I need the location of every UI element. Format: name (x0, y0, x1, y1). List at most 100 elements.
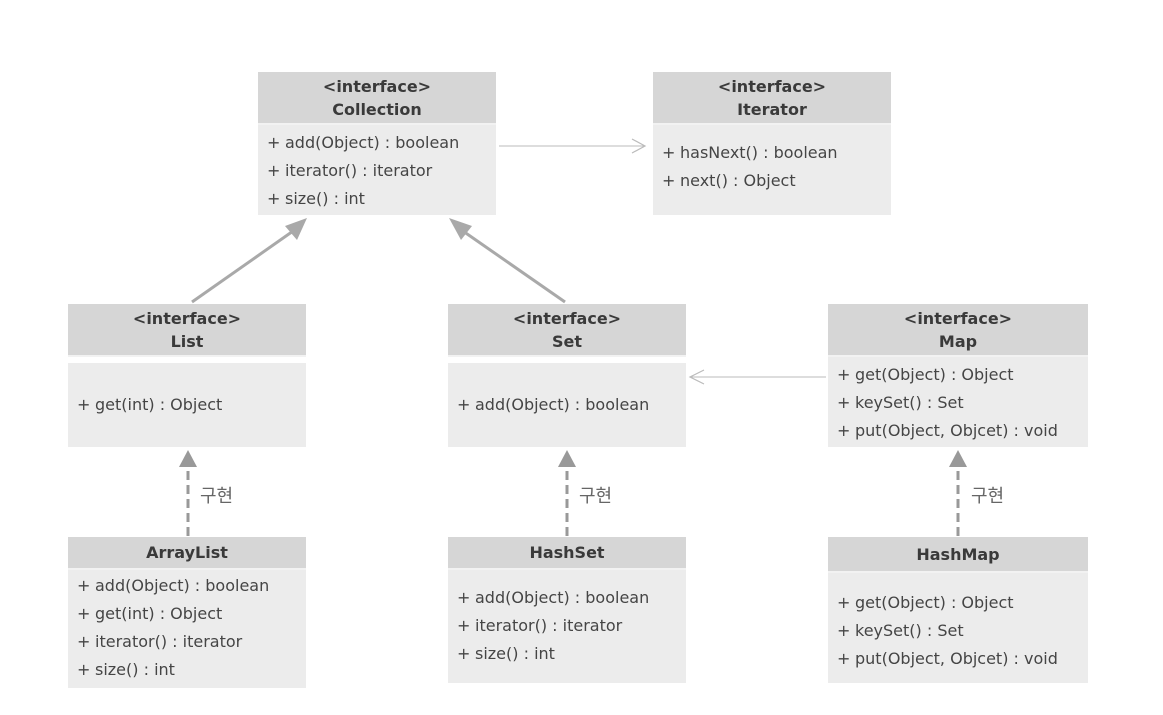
member-prefix: + (77, 604, 91, 623)
arraylist-class-box: ArrayList +add(Object) : boolean +get(in… (68, 537, 306, 688)
map-members: +get(Object) : Object +keySet() : Set +p… (828, 357, 1088, 447)
hashset-class-box: HashSet +add(Object) : boolean +iterator… (448, 537, 686, 683)
map-member-put: +put(Object, Objcet) : void (837, 417, 1088, 445)
list-member-get: +get(int) : Object (77, 391, 306, 419)
member-text: keySet() : Set (855, 621, 964, 640)
arraylist-member-get: +get(int) : Object (77, 600, 306, 628)
member-prefix: + (837, 393, 851, 412)
collection-member-size: +size() : int (267, 185, 496, 213)
member-text: add(Object) : boolean (475, 395, 650, 414)
map-stereotype: <interface> (903, 308, 1013, 328)
member-text: add(Object) : boolean (475, 588, 650, 607)
iterator-member-next: +next() : Object (662, 167, 891, 195)
collection-member-iterator: +iterator() : iterator (267, 157, 496, 185)
member-prefix: + (837, 593, 851, 612)
iterator-stereotype: <interface> (717, 76, 827, 96)
iterator-interface-box: <interface> Iterator +hasNext() : boolea… (653, 72, 891, 215)
hashmap-impl-label: 구현 (971, 486, 1005, 507)
member-text: get(Object) : Object (855, 593, 1014, 612)
member-prefix: + (77, 660, 91, 679)
hashset-header: HashSet (448, 537, 686, 570)
member-text: get(Object) : Object (855, 365, 1014, 384)
member-prefix: + (457, 616, 471, 635)
collection-stereotype: <interface> (322, 76, 432, 96)
member-text: iterator() : iterator (95, 632, 243, 651)
arraylist-member-iterator: +iterator() : iterator (77, 628, 306, 656)
set-header: <interface> Set (448, 304, 686, 357)
hashset-name: HashSet (529, 543, 605, 562)
list-to-collection-arrowhead (285, 218, 307, 240)
member-text: iterator() : iterator (285, 161, 433, 180)
iterator-header: <interface> Iterator (653, 72, 891, 125)
member-text: add(Object) : boolean (95, 576, 270, 595)
collection-members: +add(Object) : boolean +iterator() : ite… (258, 125, 496, 215)
member-text: get(int) : Object (95, 395, 223, 414)
hashmap-class-box: HashMap +get(Object) : Object +keySet() … (828, 537, 1088, 683)
collection-member-add: +add(Object) : boolean (267, 129, 496, 157)
member-text: put(Object, Objcet) : void (855, 649, 1058, 668)
hashset-member-size: +size() : int (457, 640, 686, 668)
member-text: put(Object, Objcet) : void (855, 421, 1058, 440)
hashmap-member-keyset: +keySet() : Set (837, 617, 1088, 645)
collection-interface-box: <interface> Collection +add(Object) : bo… (258, 72, 496, 215)
list-interface-box: <interface> List +get(int) : Object (68, 304, 306, 447)
member-text: size() : int (285, 189, 365, 208)
hashmap-member-put: +put(Object, Objcet) : void (837, 645, 1088, 673)
hashmap-member-get: +get(Object) : Object (837, 589, 1088, 617)
member-prefix: + (77, 576, 91, 595)
set-name: Set (551, 331, 583, 351)
set-member-add: +add(Object) : boolean (457, 391, 686, 419)
map-header: <interface> Map (828, 304, 1088, 357)
map-interface-box: <interface> Map +get(Object) : Object +k… (828, 304, 1088, 447)
list-members: +get(int) : Object (68, 363, 306, 447)
list-to-collection-line (191, 227, 297, 304)
member-prefix: + (662, 171, 676, 190)
hashset-to-set-arrowhead (558, 450, 576, 467)
member-prefix: + (457, 395, 471, 414)
set-interface-box: <interface> Set +add(Object) : boolean (448, 304, 686, 447)
member-prefix: + (267, 161, 281, 180)
member-prefix: + (457, 588, 471, 607)
arraylist-name: ArrayList (146, 543, 228, 562)
member-text: keySet() : Set (855, 393, 964, 412)
member-prefix: + (837, 365, 851, 384)
member-prefix: + (662, 143, 676, 162)
member-prefix: + (837, 421, 851, 440)
map-to-set-arrowhead (688, 369, 705, 385)
member-text: size() : int (95, 660, 175, 679)
member-prefix: + (77, 395, 91, 414)
member-text: iterator() : iterator (475, 616, 623, 635)
hashset-member-add: +add(Object) : boolean (457, 584, 686, 612)
member-prefix: + (457, 644, 471, 663)
member-prefix: + (77, 632, 91, 651)
arraylist-members: +add(Object) : boolean +get(int) : Objec… (68, 570, 306, 688)
arraylist-member-size: +size() : int (77, 656, 306, 684)
map-member-keyset: +keySet() : Set (837, 389, 1088, 417)
set-to-collection-line (459, 227, 566, 304)
hashset-impl-label: 구현 (579, 486, 613, 507)
iterator-member-hasnext: +hasNext() : boolean (662, 139, 891, 167)
set-to-collection-arrowhead (449, 218, 472, 240)
list-name: List (170, 331, 204, 351)
member-prefix: + (837, 649, 851, 668)
member-prefix: + (837, 621, 851, 640)
set-stereotype: <interface> (512, 308, 622, 328)
member-prefix: + (267, 189, 281, 208)
set-members: +add(Object) : boolean (448, 363, 686, 447)
arraylist-member-add: +add(Object) : boolean (77, 572, 306, 600)
arraylist-impl-label: 구현 (200, 486, 234, 507)
member-prefix: + (267, 133, 281, 152)
member-text: add(Object) : boolean (285, 133, 460, 152)
member-text: size() : int (475, 644, 555, 663)
hashmap-to-map-arrowhead (949, 450, 967, 467)
list-stereotype: <interface> (132, 308, 242, 328)
hashmap-name: HashMap (916, 544, 1000, 564)
member-text: hasNext() : boolean (680, 143, 838, 162)
hashmap-header: HashMap (828, 537, 1088, 573)
collection-header: <interface> Collection (258, 72, 496, 125)
collection-to-iterator-arrowhead (631, 138, 647, 154)
iterator-name: Iterator (737, 99, 807, 119)
iterator-members: +hasNext() : boolean +next() : Object (653, 125, 891, 215)
